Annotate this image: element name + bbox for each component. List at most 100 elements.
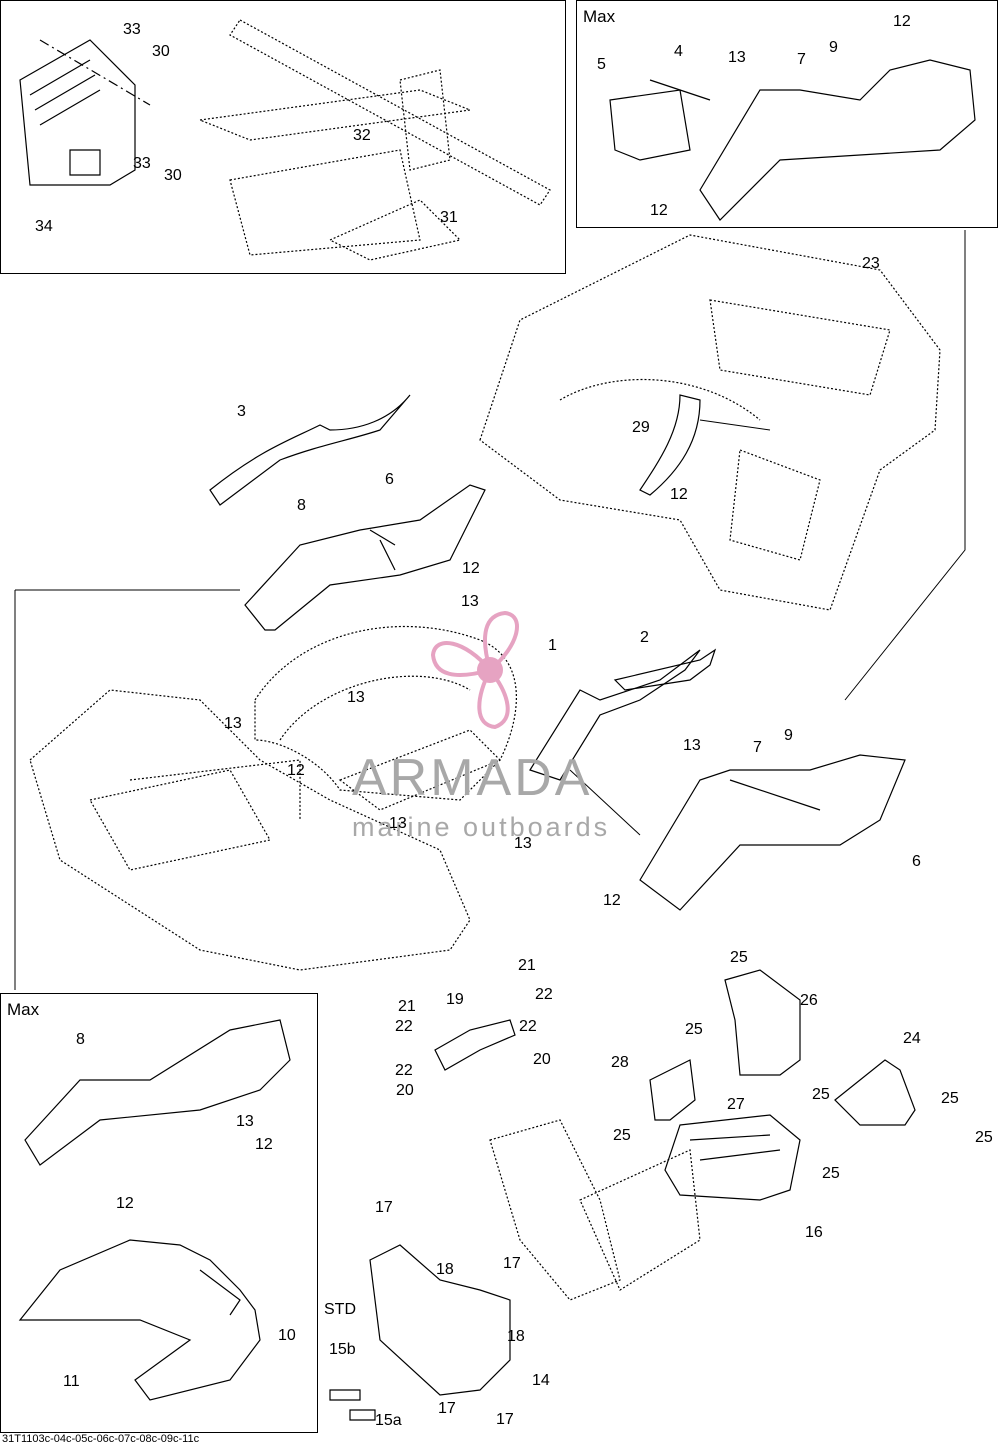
callout-15a: 15a	[375, 1412, 402, 1429]
bumper-14-drawing	[329, 1244, 511, 1421]
callout-17: 17	[496, 1411, 514, 1428]
callout-22: 22	[395, 1018, 413, 1035]
guard-7-max-drawing	[609, 59, 976, 221]
callout-13: 13	[224, 715, 242, 732]
callout-6: 6	[385, 471, 394, 488]
callout-24: 24	[903, 1030, 921, 1047]
callout-22: 22	[519, 1018, 537, 1035]
callout-17: 17	[438, 1400, 456, 1417]
callout-13: 13	[347, 689, 365, 706]
guard-7-lower-drawing	[639, 754, 906, 911]
watermark-title: ARMADA	[352, 749, 593, 807]
callout-25: 25	[730, 949, 748, 966]
callout-12: 12	[287, 762, 305, 779]
callout-13: 13	[389, 815, 407, 832]
callout-22: 22	[535, 986, 553, 1003]
inset-label-max: Max	[7, 1000, 40, 1019]
callout-33: 33	[133, 155, 151, 172]
callout-28: 28	[611, 1054, 629, 1071]
callout-17: 17	[375, 1199, 393, 1216]
callout-12: 12	[462, 560, 480, 577]
fender-liner-center-drawing	[254, 625, 517, 811]
callout-8: 8	[76, 1031, 85, 1048]
callout-18: 18	[436, 1261, 454, 1278]
callout-7: 7	[753, 739, 762, 756]
watermark-subtitle: marine outboards	[352, 812, 611, 842]
callout-13: 13	[461, 593, 479, 610]
callout-23: 23	[862, 255, 880, 272]
callout-25: 25	[975, 1129, 993, 1146]
std-label: STD	[324, 1301, 356, 1318]
inset-max-bottom-left: Max	[0, 993, 318, 1433]
inset-label-max: Max	[583, 7, 616, 26]
callout-25: 25	[812, 1086, 830, 1103]
callout-19: 19	[446, 991, 464, 1008]
callout-26: 26	[800, 992, 818, 1009]
callout-6: 6	[912, 853, 921, 870]
callout-29: 29	[632, 419, 650, 436]
rear-fender-upper-drawing	[479, 234, 941, 611]
callout-20: 20	[533, 1051, 551, 1068]
inset-rear-rack	[0, 0, 566, 274]
callout-2: 2	[640, 629, 649, 646]
cover-28-drawing	[649, 1059, 696, 1121]
deflector-29-drawing	[639, 394, 701, 496]
callout-3: 3	[237, 403, 246, 420]
callout-25: 25	[822, 1165, 840, 1182]
callout-13: 13	[728, 49, 746, 66]
callout-12: 12	[603, 892, 621, 909]
callout-25: 25	[685, 1021, 703, 1038]
callout-4: 4	[674, 43, 683, 60]
callout-15b: 15b	[329, 1341, 356, 1358]
callout-22: 22	[395, 1062, 413, 1079]
bracket-19-drawing	[434, 1019, 516, 1071]
callout-13: 13	[236, 1113, 254, 1130]
callout-21: 21	[398, 998, 416, 1015]
callout-33: 33	[123, 21, 141, 38]
callout-32: 32	[353, 127, 371, 144]
callout-12: 12	[650, 202, 668, 219]
tray-10-drawing	[18, 1239, 261, 1401]
panel-3-drawing	[209, 394, 411, 506]
callout-17: 17	[503, 1255, 521, 1272]
callout-13: 13	[514, 835, 532, 852]
panel-1-drawing	[529, 649, 701, 781]
callout-9: 9	[829, 39, 838, 56]
callout-12: 12	[255, 1136, 273, 1153]
front-frame-drawing	[489, 1119, 701, 1301]
callout-7: 7	[797, 51, 806, 68]
callout-14: 14	[532, 1372, 550, 1389]
callout-11: 11	[63, 1373, 80, 1390]
callout-9: 9	[784, 727, 793, 744]
side-panel-34-drawing	[19, 39, 151, 186]
callout-31: 31	[440, 209, 458, 226]
callout-30: 30	[152, 43, 170, 60]
inset-max-top-right: Max	[576, 0, 998, 228]
rear-body-lower-drawing	[29, 689, 471, 971]
callout-25: 25	[613, 1127, 631, 1144]
callout-27: 27	[727, 1096, 745, 1113]
callout-21: 21	[518, 957, 536, 974]
callout-18: 18	[507, 1328, 525, 1345]
cover-24-drawing	[834, 1059, 916, 1126]
callout-12: 12	[670, 486, 688, 503]
callout-20: 20	[396, 1082, 414, 1099]
bracket-2-drawing	[613, 648, 717, 691]
callout-13: 13	[683, 737, 701, 754]
callout-5: 5	[597, 56, 606, 73]
callout-30: 30	[164, 167, 182, 184]
diagram-code: 31T1103c-04c-05c-06c-07c-08c-09c-11c	[2, 1433, 200, 1445]
callout-12: 12	[116, 1195, 134, 1212]
propeller-logo-icon	[430, 610, 519, 730]
callout-12: 12	[893, 13, 911, 30]
callout-10: 10	[278, 1327, 296, 1344]
rear-rack-frame-drawing	[197, 19, 551, 261]
guard-8-drawing	[244, 484, 486, 631]
callout-8: 8	[297, 497, 306, 514]
callout-16: 16	[805, 1224, 823, 1241]
skid-plate-27-drawing	[664, 1114, 801, 1201]
guard-8-max-drawing	[24, 1019, 291, 1166]
callout-25: 25	[941, 1090, 959, 1107]
callout-1: 1	[548, 637, 557, 654]
